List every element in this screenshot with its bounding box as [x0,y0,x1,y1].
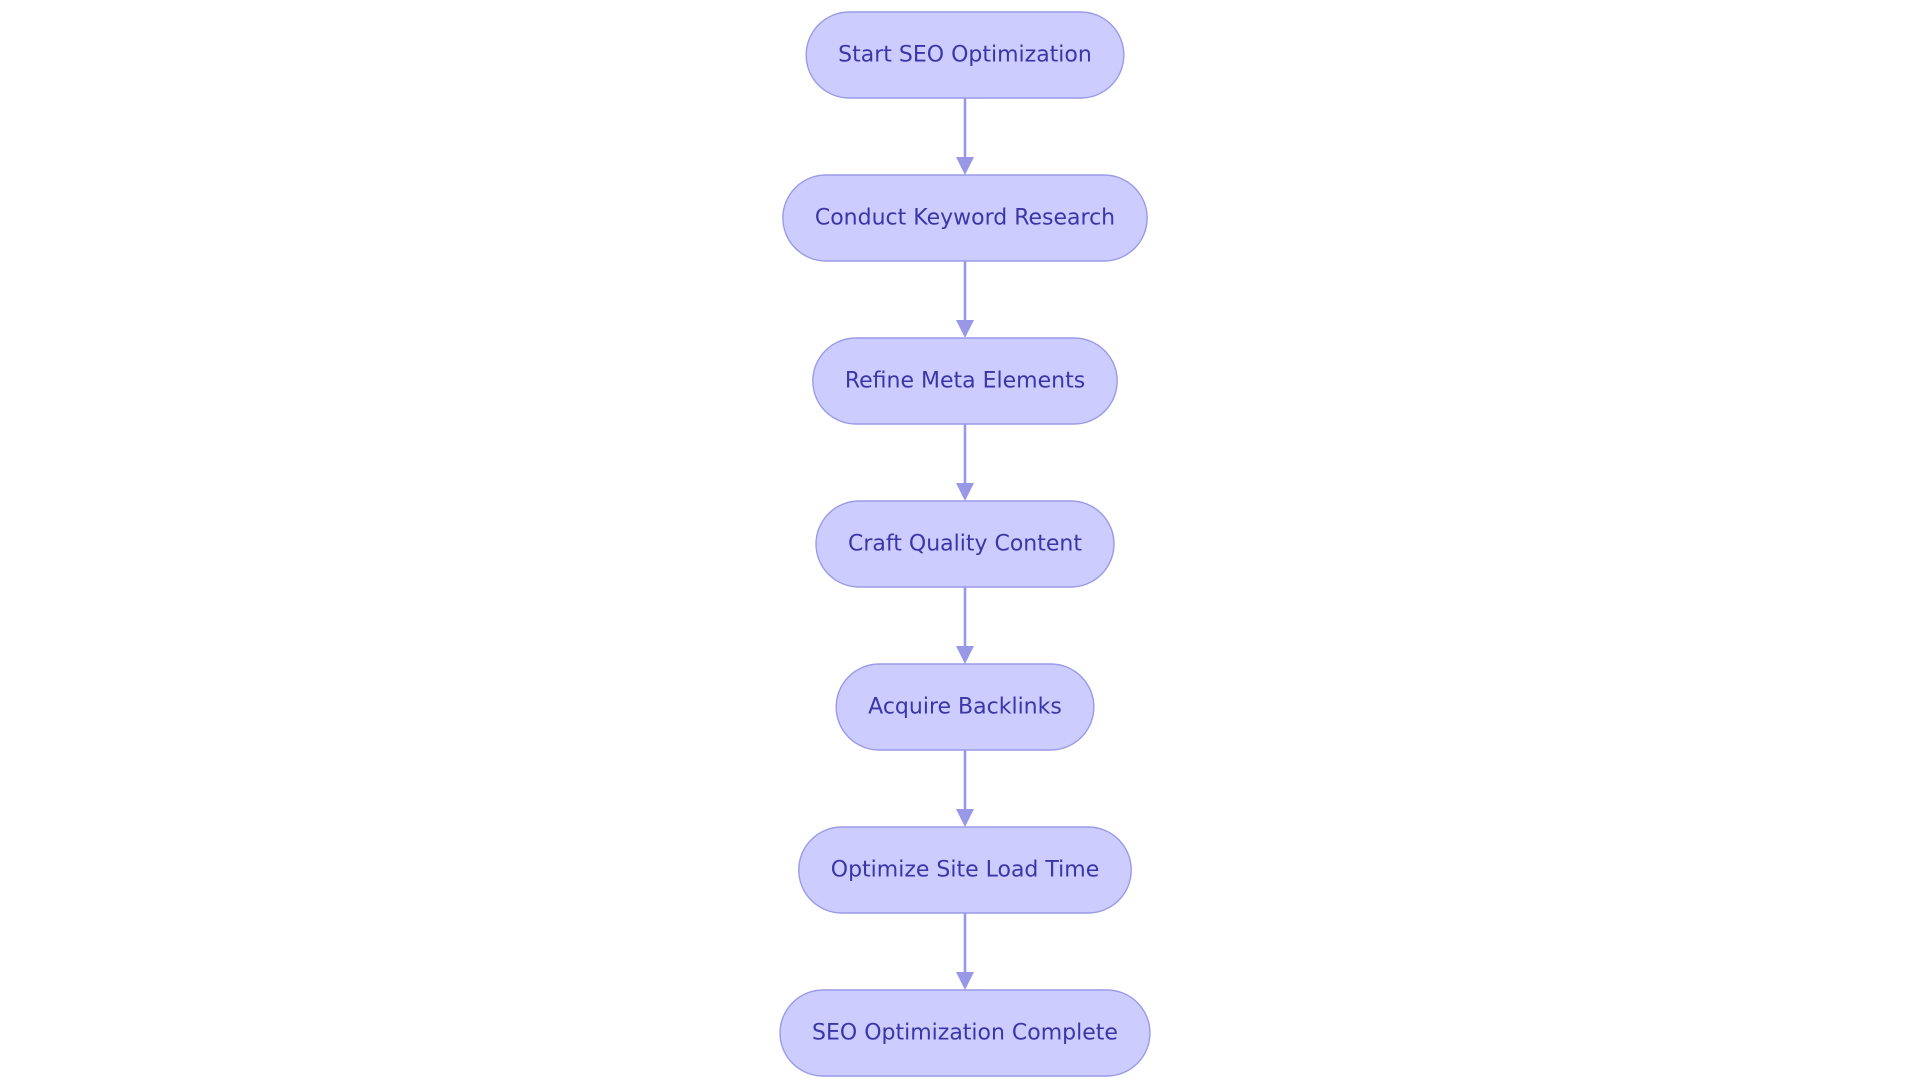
edge-start-to-keyword [956,98,974,175]
edge-meta-to-content [956,424,974,501]
node-shape [835,663,1095,751]
edge-content-to-backlinks [956,587,974,664]
arrow-head-icon [956,646,974,664]
node-shape [798,826,1132,914]
node-label: Refine Meta Elements [845,369,1085,394]
node-shape [815,500,1115,588]
edge-loadtime-to-complete [956,913,974,990]
node-label: Acquire Backlinks [868,695,1062,720]
node-meta: Refine Meta Elements [812,337,1118,425]
arrow-head-icon [956,809,974,827]
node-loadtime: Optimize Site Load Time [798,826,1132,914]
arrow-head-icon [956,972,974,990]
node-shape [779,989,1151,1077]
edge-keyword-to-meta [956,261,974,338]
arrow-head-icon [956,157,974,175]
node-label: Start SEO Optimization [838,43,1092,68]
edges-layer [956,98,974,990]
edge-backlinks-to-loadtime [956,750,974,827]
node-shape [782,174,1148,262]
node-label: Craft Quality Content [848,532,1082,557]
node-label: SEO Optimization Complete [812,1021,1118,1046]
arrow-head-icon [956,483,974,501]
node-start: Start SEO Optimization [805,11,1125,99]
node-label: Conduct Keyword Research [815,206,1115,231]
node-keyword: Conduct Keyword Research [782,174,1148,262]
node-content: Craft Quality Content [815,500,1115,588]
node-complete: SEO Optimization Complete [779,989,1151,1077]
node-shape [812,337,1118,425]
node-label: Optimize Site Load Time [831,858,1099,883]
node-shape [805,11,1125,99]
node-backlinks: Acquire Backlinks [835,663,1095,751]
arrow-head-icon [956,320,974,338]
